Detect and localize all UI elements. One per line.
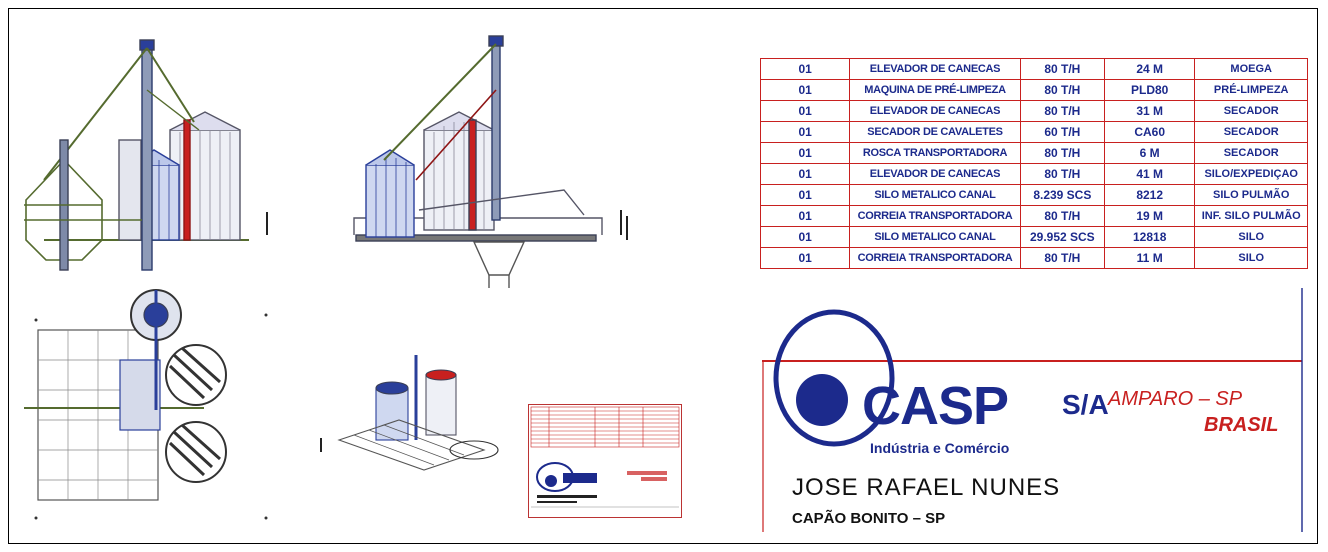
size-cell: 31 M <box>1103 100 1196 122</box>
description-cell: SECADOR DE CAVALETES <box>849 121 1021 143</box>
use-cell: SECADOR <box>1194 142 1308 164</box>
table-row: 01 SILO METALICO CANAL 29.952 SCS 12818 … <box>759 226 1308 248</box>
use-cell: INF. SILO PULMÃO <box>1194 205 1308 227</box>
qty-cell: 01 <box>759 184 851 206</box>
size-cell: 12818 <box>1103 226 1196 248</box>
qty-cell: 01 <box>759 79 851 101</box>
size-cell: 41 M <box>1103 163 1196 185</box>
brand-name: CASP <box>862 376 1009 436</box>
elevation-view-2 <box>353 35 628 288</box>
size-cell: PLD80 <box>1103 79 1196 101</box>
table-row: 01 MAQUINA DE PRÉ-LIMPEZA 80 T/H PLD80 P… <box>759 79 1308 101</box>
description-cell: ROSCA TRANSPORTADORA <box>849 142 1021 164</box>
title-block-border-right <box>1301 288 1303 532</box>
capacity-cell: 60 T/H <box>1019 121 1105 143</box>
use-cell: SILO <box>1194 247 1308 269</box>
client-city: CAPÃO BONITO – SP <box>792 510 946 527</box>
table-row: 01 ELEVADOR DE CANECAS 80 T/H 31 M SECAD… <box>759 100 1308 122</box>
size-cell: 24 M <box>1103 58 1196 80</box>
use-cell: SILO <box>1194 226 1308 248</box>
qty-cell: 01 <box>759 142 851 164</box>
size-cell: CA60 <box>1103 121 1196 143</box>
drawing-views-panel <box>24 30 684 520</box>
mini-title-block <box>528 404 682 518</box>
description-cell: ELEVADOR DE CANECAS <box>849 58 1021 80</box>
description-cell: MAQUINA DE PRÉ-LIMPEZA <box>849 79 1021 101</box>
capacity-cell: 80 T/H <box>1019 100 1105 122</box>
use-cell: SECADOR <box>1194 121 1308 143</box>
capacity-cell: 80 T/H <box>1019 163 1105 185</box>
size-cell: 6 M <box>1103 142 1196 164</box>
qty-cell: 01 <box>759 205 851 227</box>
title-block-border-left <box>762 360 764 532</box>
table-row: 01 CORREIA TRANSPORTADORA 80 T/H 19 M IN… <box>759 205 1308 227</box>
table-row: 01 ELEVADOR DE CANECAS 80 T/H 41 M SILO/… <box>759 163 1308 185</box>
capacity-cell: 80 T/H <box>1019 142 1105 164</box>
drawing-sheet-frame <box>8 8 1318 544</box>
client-name: JOSE RAFAEL NUNES <box>792 474 1061 501</box>
capacity-cell: 80 T/H <box>1019 205 1105 227</box>
description-cell: SILO METALICO CANAL <box>849 226 1021 248</box>
qty-cell: 01 <box>759 100 851 122</box>
elevation-view-1 <box>24 39 268 271</box>
size-cell: 19 M <box>1103 205 1196 227</box>
table-row: 01 CORREIA TRANSPORTADORA 80 T/H 11 M SI… <box>759 247 1308 269</box>
use-cell: PRÉ-LIMPEZA <box>1194 79 1308 101</box>
plant-drawings <box>24 35 628 520</box>
description-cell: SILO METALICO CANAL <box>849 184 1021 206</box>
qty-cell: 01 <box>759 247 851 269</box>
casp-logo-icon <box>773 309 895 447</box>
table-row: 01 ROSCA TRANSPORTADORA 80 T/H 6 M SECAD… <box>759 142 1308 164</box>
isometric-view <box>320 355 499 471</box>
use-cell: SECADOR <box>1194 100 1308 122</box>
qty-cell: 01 <box>759 58 851 80</box>
use-cell: MOEGA <box>1194 58 1308 80</box>
mini-title-block-drawing <box>530 406 680 508</box>
capacity-cell: 80 T/H <box>1019 79 1105 101</box>
capacity-cell: 29.952 SCS <box>1019 226 1105 248</box>
capacity-cell: 80 T/H <box>1019 58 1105 80</box>
table-row: 01 SECADOR DE CAVALETES 60 T/H CA60 SECA… <box>759 121 1308 143</box>
qty-cell: 01 <box>759 226 851 248</box>
description-cell: ELEVADOR DE CANECAS <box>849 100 1021 122</box>
use-cell: SILO PULMÃO <box>1194 184 1308 206</box>
brand-tagline: Indústria e Comércio <box>870 440 1010 456</box>
capacity-cell: 8.239 SCS <box>1019 184 1105 206</box>
qty-cell: 01 <box>759 163 851 185</box>
use-cell: SILO/EXPEDIÇAO <box>1194 163 1308 185</box>
capacity-cell: 80 T/H <box>1019 247 1105 269</box>
description-cell: ELEVADOR DE CANECAS <box>849 163 1021 185</box>
equipment-table: 01 ELEVADOR DE CANECAS 80 T/H 24 M MOEGA… <box>759 58 1308 269</box>
description-cell: CORREIA TRANSPORTADORA <box>849 247 1021 269</box>
plan-view <box>24 289 227 501</box>
qty-cell: 01 <box>759 121 851 143</box>
location-country: BRASIL <box>1204 414 1279 436</box>
title-block: CASP S/A Indústria e Comércio AMPARO – S… <box>762 288 1310 532</box>
table-row: 01 ELEVADOR DE CANECAS 80 T/H 24 M MOEGA <box>759 58 1308 80</box>
description-cell: CORREIA TRANSPORTADORA <box>849 205 1021 227</box>
location-city: AMPARO – SP <box>1108 388 1243 410</box>
table-row: 01 SILO METALICO CANAL 8.239 SCS 8212 SI… <box>759 184 1308 206</box>
brand-suffix: S/A <box>1062 389 1109 420</box>
sheet-dots <box>34 313 268 520</box>
title-block-border-top <box>762 360 1302 362</box>
size-cell: 8212 <box>1103 184 1196 206</box>
size-cell: 11 M <box>1103 247 1196 269</box>
